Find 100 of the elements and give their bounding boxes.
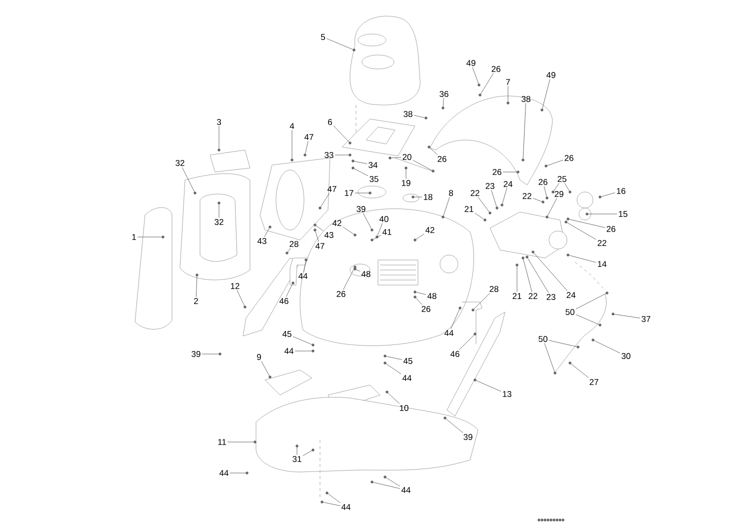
callout-number: 44 <box>284 348 294 354</box>
callout-number: 43 <box>257 238 266 244</box>
leader-line <box>443 197 450 216</box>
leader-line <box>569 255 596 263</box>
callout-number: 39 <box>192 351 200 357</box>
leader-line <box>472 67 479 84</box>
leader-line <box>328 494 341 504</box>
leader-line <box>416 298 422 305</box>
callout-number: 17 <box>344 190 354 196</box>
callout-number: 13 <box>502 391 512 397</box>
leader-line <box>442 98 444 107</box>
callout-number: 3 <box>216 119 221 125</box>
callout-number: 49 <box>466 60 476 66</box>
callout-number: 26 <box>492 66 500 72</box>
leader-line <box>363 213 372 229</box>
callout-number: 45 <box>403 358 412 364</box>
callout-number: 47 <box>304 134 314 140</box>
leader-line <box>502 188 508 204</box>
callout-number: 44 <box>402 375 412 381</box>
callout-number: 48 <box>427 293 436 299</box>
leader-line <box>373 482 400 489</box>
callout-number: 11 <box>218 439 226 445</box>
callout-number: 50 <box>566 309 574 315</box>
leader-line <box>459 334 474 350</box>
leader-line <box>294 350 312 352</box>
callout-number: 25 <box>558 176 566 182</box>
callout-number: 27 <box>590 379 598 385</box>
leader-line <box>315 231 319 242</box>
callout-number: 5 <box>320 34 326 40</box>
leader-line <box>547 198 557 216</box>
leader-line <box>218 126 220 149</box>
callout-number: 44 <box>401 487 410 493</box>
leader-line <box>446 418 464 433</box>
leader-line <box>528 258 549 293</box>
callout-number: 22 <box>470 190 480 196</box>
callout-number: 41 <box>382 229 392 235</box>
callout-number: 26 <box>492 169 502 175</box>
leader-line <box>576 293 606 310</box>
leader-line <box>614 314 640 318</box>
leader-line <box>264 228 270 237</box>
callout-number: 10 <box>400 405 408 411</box>
callout-number: 14 <box>598 261 606 267</box>
leader-line <box>354 168 368 176</box>
callout-number: 35 <box>370 176 378 182</box>
leader-line <box>569 219 606 228</box>
leader-line <box>480 73 494 94</box>
leader-line <box>296 447 298 455</box>
callout-number: 20 <box>402 154 412 160</box>
leader-line <box>601 192 616 197</box>
callout-number: 32 <box>176 160 184 166</box>
leader-line <box>218 204 220 218</box>
callout-number: 21 <box>512 293 522 299</box>
callout-number: 23 <box>486 183 494 189</box>
leader-line <box>412 160 432 171</box>
leader-line <box>236 290 245 306</box>
leader-line <box>377 223 383 236</box>
callout-number: 22 <box>598 240 606 246</box>
callout-number: 38 <box>404 111 412 117</box>
callout-number: 38 <box>522 96 530 102</box>
leader-line <box>416 234 424 240</box>
leader-line <box>476 380 502 392</box>
callout-number: 30 <box>622 353 630 359</box>
callout-number: 24 <box>504 181 512 187</box>
callout-number: 8 <box>449 190 453 196</box>
leader-line <box>354 192 369 194</box>
leader-line <box>542 79 550 109</box>
callout-number: 29 <box>554 191 564 197</box>
leader-line <box>547 160 564 166</box>
leader-line <box>373 234 382 240</box>
callout-number: 40 <box>379 216 388 222</box>
callout-number: 34 <box>368 162 378 168</box>
leader-line <box>474 212 484 220</box>
leader-line <box>523 259 532 292</box>
callout-number: 44 <box>298 273 308 279</box>
callout-number: 9 <box>257 354 261 360</box>
callout-number: 44 <box>341 504 350 510</box>
callout-number: 39 <box>464 434 472 440</box>
callout-number: 33 <box>324 152 334 158</box>
callout-number: 37 <box>642 316 650 322</box>
callout-number: 39 <box>356 206 366 212</box>
callout-number: 2 <box>194 298 198 304</box>
callout-number: 45 <box>282 331 292 337</box>
leader-line <box>342 226 354 234</box>
callout-number: 24 <box>566 292 576 298</box>
leader-line <box>356 269 360 272</box>
leader-line <box>320 192 330 208</box>
callout-number: 26 <box>538 179 548 185</box>
callout-number: 42 <box>425 227 434 233</box>
callout-number: 47 <box>315 243 324 249</box>
leader-line <box>182 167 195 192</box>
callout-number: 26 <box>606 226 616 232</box>
leader-line <box>288 248 291 252</box>
leader-line <box>305 140 308 154</box>
leader-line <box>354 161 368 164</box>
leader-line <box>416 292 426 295</box>
leader-line <box>386 356 402 360</box>
callout-number: 7 <box>506 79 510 85</box>
leader-line <box>386 478 400 487</box>
leader-line <box>326 38 353 50</box>
leader-line <box>544 186 547 197</box>
